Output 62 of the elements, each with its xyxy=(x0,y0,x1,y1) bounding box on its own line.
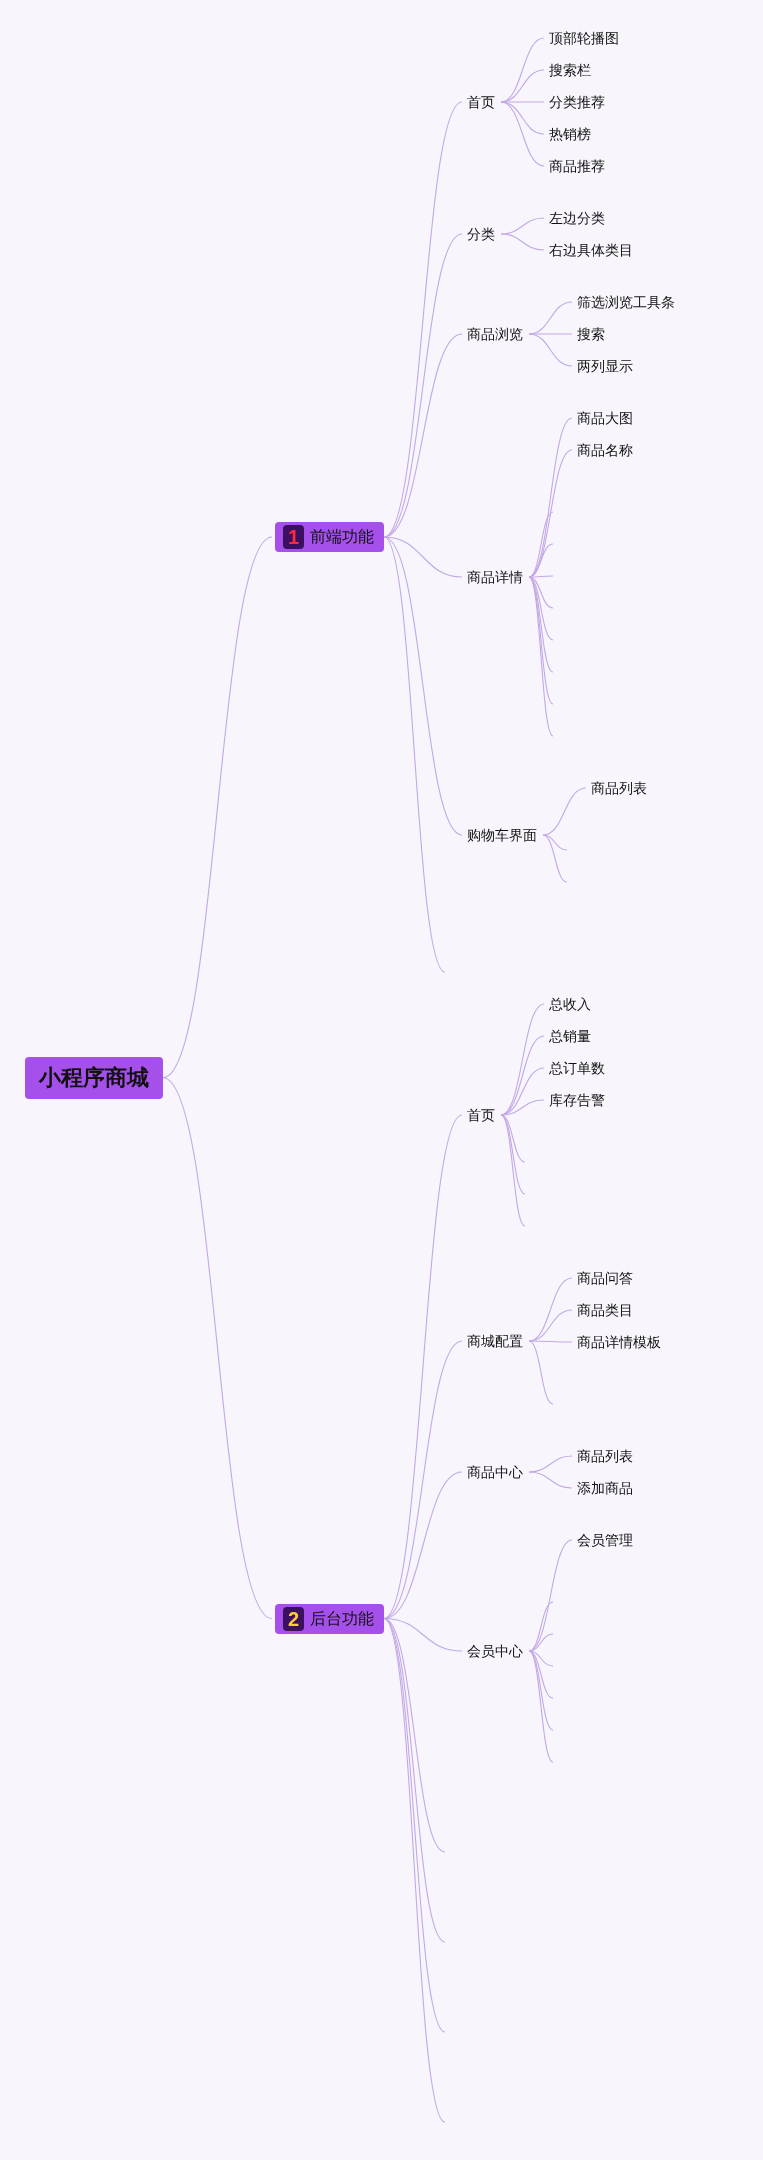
branch-line xyxy=(528,1650,554,1763)
branch-line xyxy=(383,1340,463,1620)
priority-badge: 1 xyxy=(283,525,305,549)
topic-label: 商品列表 xyxy=(575,1444,635,1468)
branch-line xyxy=(542,834,568,883)
branch-line xyxy=(383,1617,446,2123)
topic-label: 商品名称 xyxy=(575,438,635,462)
topic-label: 总销量 xyxy=(547,1024,593,1048)
branch-line xyxy=(528,1340,573,1343)
branch-label: 前端功能 xyxy=(310,527,375,547)
topic-label: 会员管理 xyxy=(575,1528,635,1552)
topic-label: 搜索 xyxy=(575,322,607,346)
branch-line xyxy=(500,233,545,251)
topic-label: 购物车界面 xyxy=(465,823,539,847)
branch-line xyxy=(528,1633,554,1652)
branch-line xyxy=(383,536,446,973)
topic-label: 商品浏览 xyxy=(465,322,525,346)
topic-label: 总收入 xyxy=(547,992,593,1016)
branch-label: 后台功能 xyxy=(310,1608,375,1629)
topic-label: 左边分类 xyxy=(547,206,607,230)
topic-label: 商品问答 xyxy=(575,1266,635,1290)
branch-line xyxy=(542,787,587,836)
branch-line xyxy=(162,536,273,1079)
topic-label: 筛选浏览工具条 xyxy=(575,290,677,314)
topic-label: 热销榜 xyxy=(547,122,593,146)
branch-line xyxy=(528,1471,573,1489)
topic-label: 首页 xyxy=(465,90,497,114)
branch-line xyxy=(500,1114,526,1227)
topic-label: 总订单数 xyxy=(547,1056,607,1080)
topic-label: 商品大图 xyxy=(575,406,635,430)
branch-line xyxy=(528,1650,554,1699)
branch-line xyxy=(528,333,573,367)
topic-label: 库存告警 xyxy=(547,1088,607,1112)
priority-badge: 2 xyxy=(283,1606,305,1631)
central-topic: 小程序商城 xyxy=(25,1056,163,1099)
branch-line xyxy=(500,1114,526,1163)
topic-label: 分类推荐 xyxy=(547,90,607,114)
branch-line xyxy=(528,1340,554,1405)
branch-topic xyxy=(275,1603,385,1634)
topic-label: 商品类目 xyxy=(575,1298,635,1322)
topic-label: 右边具体类目 xyxy=(547,238,635,262)
topic-label: 顶部轮播图 xyxy=(547,26,621,50)
branch-topic xyxy=(275,522,385,552)
topic-label: 搜索栏 xyxy=(547,58,593,82)
topic-label: 分类 xyxy=(465,222,497,246)
branch-line xyxy=(162,1077,273,1620)
topic-label: 首页 xyxy=(465,1103,497,1127)
topic-label: 商品中心 xyxy=(465,1460,525,1484)
topic-label: 商品详情 xyxy=(465,565,525,589)
topic-label: 商品详情模板 xyxy=(575,1330,663,1354)
topic-label: 商品列表 xyxy=(589,776,649,800)
branch-line xyxy=(528,333,573,335)
topic-label: 两列显示 xyxy=(575,354,635,378)
topic-label: 会员中心 xyxy=(465,1639,525,1663)
branch-line xyxy=(528,511,554,578)
topic-label: 添加商品 xyxy=(575,1476,635,1500)
branch-line xyxy=(528,576,554,705)
branch-line xyxy=(528,1455,573,1473)
branch-line xyxy=(528,1601,554,1652)
topic-label: 商品推荐 xyxy=(547,154,607,178)
topic-label: 商城配置 xyxy=(465,1329,525,1353)
branch-line xyxy=(528,576,554,737)
